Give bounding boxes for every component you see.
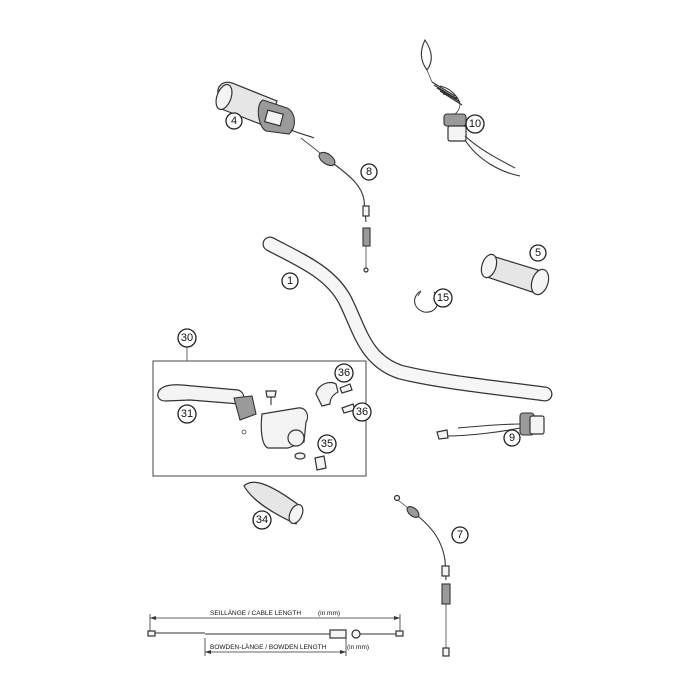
callout-1-label: 1 [287, 275, 293, 287]
callout-34: 34 [252, 510, 272, 530]
callout-7: 7 [451, 526, 469, 544]
callout-15: 15 [433, 288, 453, 308]
clutch-cable-part [393, 494, 451, 657]
callout-8-label: 8 [366, 166, 372, 178]
callout-5-label: 5 [535, 247, 541, 259]
throttle-grip-part [215, 81, 315, 139]
callout-4-label: 4 [231, 115, 237, 127]
callout-10-label: 10 [469, 118, 481, 130]
cable-length-unit: (in mm) [318, 610, 340, 617]
kill-switch-part [420, 38, 521, 177]
callout-10: 10 [465, 114, 485, 134]
throttle-cable-part [300, 137, 371, 273]
callout-5: 5 [529, 244, 547, 262]
handlebar-part [262, 236, 553, 402]
left-grip-part [480, 253, 550, 296]
bowden-length-unit: (in mm) [347, 644, 369, 651]
callout-36-bottom-label: 36 [356, 406, 368, 418]
callout-36-bottom: 36 [352, 402, 372, 422]
callout-9-label: 9 [509, 432, 515, 444]
callout-31: 31 [177, 404, 197, 424]
bowden-length-label: BOWDEN-LÄNGE / BOWDEN LENGTH [210, 643, 327, 651]
callout-8: 8 [360, 163, 378, 181]
callout-36-top: 36 [334, 363, 354, 383]
callout-4: 4 [225, 112, 243, 130]
callout-30-label: 30 [181, 332, 193, 344]
hand-guard-part [243, 481, 304, 525]
callout-1: 1 [281, 272, 299, 290]
callout-15-label: 15 [437, 292, 449, 304]
cable-length-dimension: SEILLÄNGE / CABLE LENGTH (in mm) BOWDEN-… [147, 609, 404, 656]
callout-35-label: 35 [321, 438, 333, 450]
callout-36-top-label: 36 [338, 367, 350, 379]
callout-34-label: 34 [256, 514, 268, 526]
switch-part [436, 412, 545, 440]
callout-35: 35 [317, 434, 337, 454]
callout-31-label: 31 [181, 408, 193, 420]
cable-length-label: SEILLÄNGE / CABLE LENGTH [210, 609, 301, 617]
callout-9: 9 [503, 429, 521, 447]
callout-30: 30 [177, 328, 197, 348]
callout-7-label: 7 [457, 529, 463, 541]
